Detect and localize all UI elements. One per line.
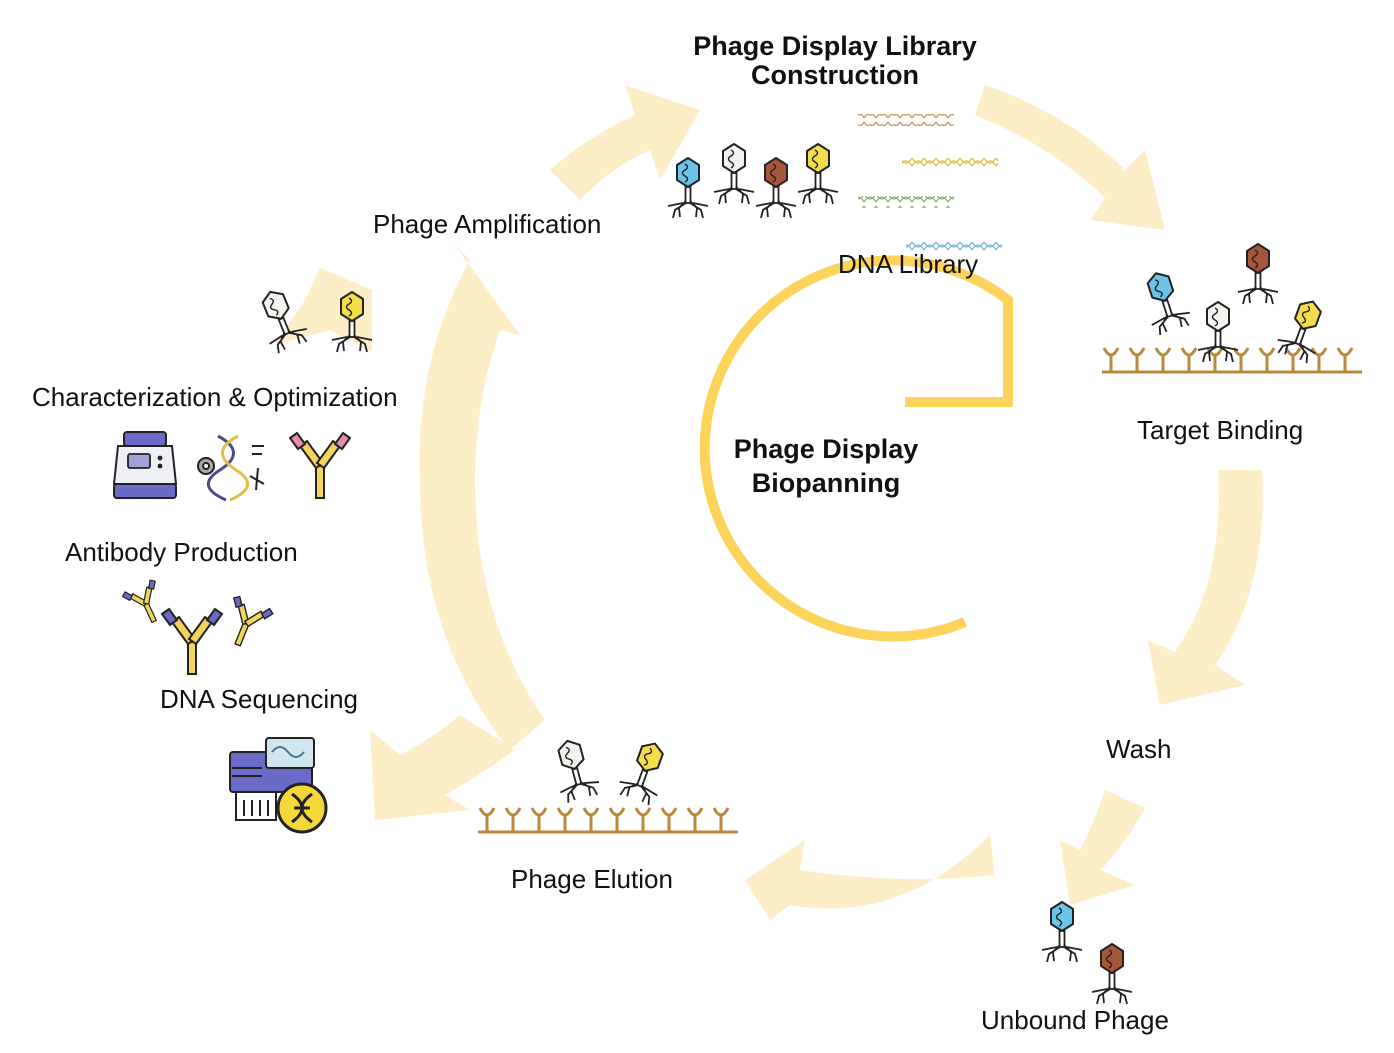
step-dna-library: DNA Library — [838, 249, 979, 279]
target-surface — [1102, 347, 1362, 374]
arrow-to-sequencing — [370, 715, 515, 820]
dna-strand-4 — [906, 239, 1002, 251]
lab-instrument-icon — [112, 431, 178, 499]
dna-strand-2 — [902, 158, 998, 170]
dna-engineering-icon — [197, 434, 265, 502]
dna-strand-3 — [858, 196, 954, 208]
step-wash: Wash — [1106, 734, 1172, 764]
biopanning-center-line1: Phage Display — [733, 434, 919, 464]
arrow-to-unbound — [1060, 790, 1145, 905]
biopanning-center-title: Phage Display Biopanning — [690, 432, 962, 500]
step-unbound-phage: Unbound Phage — [981, 1005, 1169, 1035]
step-characterization: Characterization & Optimization — [32, 382, 398, 412]
dna-sequencer-icon — [229, 737, 328, 834]
step-antibody-production: Antibody Production — [65, 537, 298, 567]
arrow-left-arc — [419, 245, 545, 750]
step-phage-elution: Phage Elution — [511, 864, 673, 894]
antibody-icon — [120, 577, 172, 630]
inner-ring-arrow — [699, 255, 1013, 642]
library-construction-title-line1: Phage Display Library — [693, 31, 977, 61]
library-construction-title-line2: Construction — [751, 60, 919, 90]
step-dna-sequencing: DNA Sequencing — [160, 684, 359, 714]
step-target-binding: Target Binding — [1137, 415, 1304, 445]
arrow-to-wash — [1148, 470, 1263, 705]
biopanning-center-line2: Biopanning — [751, 468, 901, 498]
antibody-icon — [289, 432, 351, 499]
antibody-icon — [217, 594, 275, 654]
elution-surface — [478, 807, 738, 834]
arrow-to-target-binding — [975, 85, 1165, 230]
library-construction-title: Phage Display Library Construction — [660, 32, 1010, 90]
arrow-to-elution — [745, 835, 995, 920]
dna-strand-1 — [858, 114, 954, 126]
step-phage-amplification: Phage Amplification — [373, 209, 602, 239]
arrow-to-library — [550, 85, 700, 200]
antibody-icon — [161, 608, 223, 675]
